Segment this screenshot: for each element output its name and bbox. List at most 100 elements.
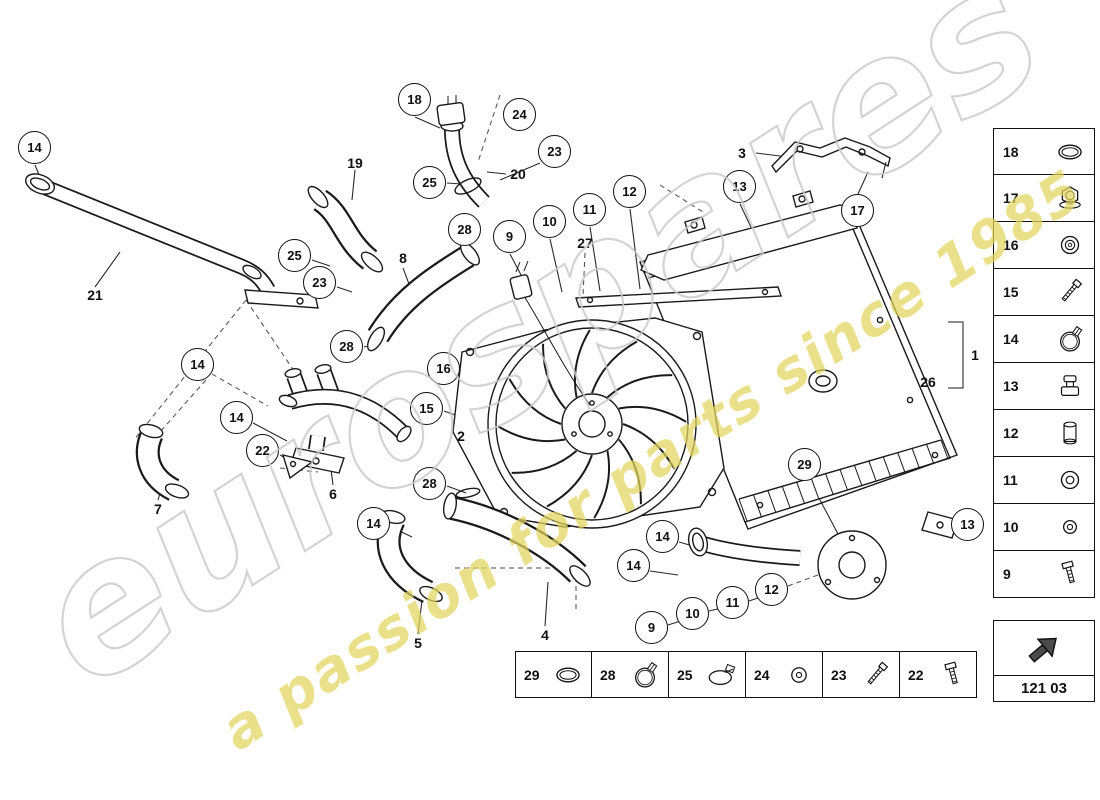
callout-9[interactable]: 9 <box>635 611 668 644</box>
part-number: 23 <box>831 666 847 683</box>
callout-10[interactable]: 10 <box>676 597 709 630</box>
callout-25[interactable]: 25 <box>278 239 311 272</box>
part-cell-11[interactable]: 11 <box>993 457 1095 504</box>
part-number: 15 <box>1003 284 1019 300</box>
part-number: 12 <box>1003 425 1019 441</box>
callout-14[interactable]: 14 <box>646 520 679 553</box>
part-cell-23[interactable]: 23 <box>823 651 900 698</box>
callout-11[interactable]: 11 <box>573 193 606 226</box>
callout-13[interactable]: 13 <box>951 508 984 541</box>
callout-9[interactable]: 9 <box>493 220 526 253</box>
part-number: 10 <box>1003 519 1019 535</box>
arrow-icon <box>1021 625 1067 671</box>
callout-10[interactable]: 10 <box>533 205 566 238</box>
grommet-mount-icon <box>1053 369 1087 403</box>
direction-arrow-box <box>993 620 1095 676</box>
part-cell-29[interactable]: 29 <box>515 651 592 698</box>
hose-4 <box>442 487 591 587</box>
part-number: 25 <box>677 666 693 683</box>
part-number: 17 <box>1003 190 1019 206</box>
part-label-4: 4 <box>541 627 549 643</box>
part-label-20: 20 <box>510 166 526 182</box>
part-cell-13[interactable]: 13 <box>993 363 1095 410</box>
part-label-27: 27 <box>577 235 593 251</box>
callout-25[interactable]: 25 <box>413 166 446 199</box>
callout-28[interactable]: 28 <box>330 330 363 363</box>
part-cell-18[interactable]: 18 <box>993 128 1095 175</box>
diagram-code: 121 03 <box>993 676 1095 702</box>
part-cell-10[interactable]: 10 <box>993 504 1095 551</box>
part-number: 16 <box>1003 237 1019 253</box>
part-cell-28[interactable]: 28 <box>592 651 669 698</box>
callout-24[interactable]: 24 <box>503 98 536 131</box>
part-cell-25[interactable]: 25 <box>669 651 746 698</box>
part-number: 28 <box>600 666 616 683</box>
part-cell-14[interactable]: 14 <box>993 316 1095 363</box>
part-cell-17[interactable]: 17 <box>993 175 1095 222</box>
cooling-fan <box>452 260 725 529</box>
screw-icon <box>859 658 893 692</box>
callout-17[interactable]: 17 <box>841 194 874 227</box>
hose-8 <box>366 242 480 352</box>
screw-icon <box>1053 275 1087 309</box>
part-label-5: 5 <box>414 635 422 651</box>
callout-14[interactable]: 14 <box>220 401 253 434</box>
part-label-8: 8 <box>399 250 407 266</box>
hose-clamp-icon <box>628 658 662 692</box>
part-number: 11 <box>1003 472 1018 488</box>
part-number: 24 <box>754 666 770 683</box>
callout-23[interactable]: 23 <box>303 266 336 299</box>
callout-18[interactable]: 18 <box>398 83 431 116</box>
callout-14[interactable]: 14 <box>181 348 214 381</box>
grommet-washer-icon <box>782 658 816 692</box>
callout-12[interactable]: 12 <box>613 175 646 208</box>
upper-bracket <box>771 137 891 179</box>
part-label-19: 19 <box>347 155 363 171</box>
callout-14[interactable]: 14 <box>617 549 650 582</box>
part-cell-9[interactable]: 9 <box>993 551 1095 598</box>
part-number: 18 <box>1003 143 1019 160</box>
hose-5 <box>376 509 443 603</box>
part-cell-16[interactable]: 16 <box>993 222 1095 269</box>
small-washer-icon <box>1053 510 1087 544</box>
callout-23[interactable]: 23 <box>538 135 571 168</box>
callout-15[interactable]: 15 <box>410 392 443 425</box>
support-bracket <box>575 286 782 308</box>
part-label-2: 2 <box>457 428 465 444</box>
part-number: 9 <box>1003 566 1011 582</box>
callout-11[interactable]: 11 <box>716 586 749 619</box>
bracket-22 <box>281 454 314 480</box>
part-number: 29 <box>524 666 540 683</box>
lower-water-pipe <box>687 527 887 600</box>
callout-12[interactable]: 12 <box>755 573 788 606</box>
washer-icon <box>1053 463 1087 497</box>
part-label-1: 1 <box>971 347 979 363</box>
callout-14[interactable]: 14 <box>357 507 390 540</box>
callout-22[interactable]: 22 <box>246 434 279 467</box>
pipe-20 <box>436 95 490 208</box>
part-cell-12[interactable]: 12 <box>993 410 1095 457</box>
callout-28[interactable]: 28 <box>448 213 481 246</box>
fan-blades <box>497 329 687 519</box>
callout-29[interactable]: 29 <box>788 448 821 481</box>
callout-28[interactable]: 28 <box>413 467 446 500</box>
callout-13[interactable]: 13 <box>723 170 756 203</box>
part-cell-15[interactable]: 15 <box>993 269 1095 316</box>
part-label-26: 26 <box>920 374 936 390</box>
bolt-icon <box>1053 557 1087 591</box>
part-cell-24[interactable]: 24 <box>746 651 823 698</box>
bolt-icon <box>936 658 970 692</box>
parts-bottom-row: 29 28 25 24 23 22 <box>515 651 977 698</box>
band-clamp-icon <box>705 658 739 692</box>
part-cell-22[interactable]: 22 <box>900 651 977 698</box>
hose-clamp-icon <box>1053 322 1087 356</box>
part-number: 22 <box>908 666 924 683</box>
legend-box: 121 03 <box>993 620 1095 702</box>
o-ring-icon <box>551 658 585 692</box>
callout-16[interactable]: 16 <box>427 352 460 385</box>
callout-14[interactable]: 14 <box>18 131 51 164</box>
